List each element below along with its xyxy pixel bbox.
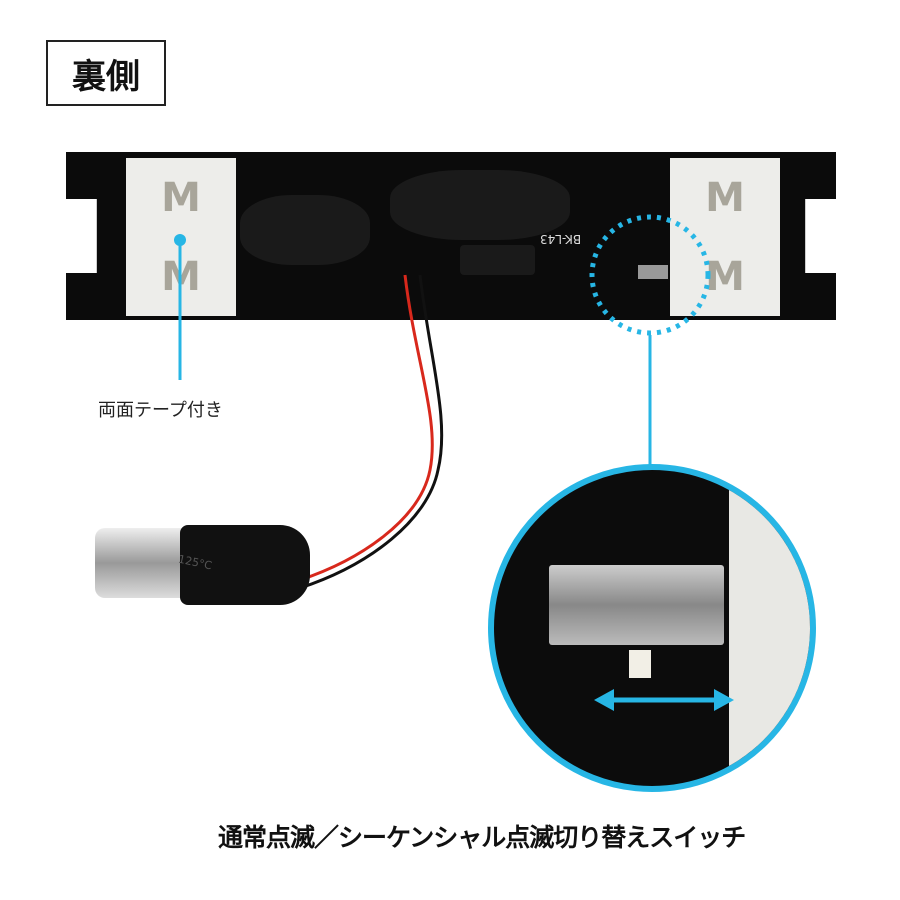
section-title: 裏側 (46, 40, 166, 106)
switch-body (549, 565, 724, 645)
component-cluster (240, 195, 370, 265)
slide-switch (638, 265, 668, 279)
tape-mark: M (705, 253, 745, 300)
red-wire (299, 274, 434, 582)
black-wire (299, 274, 444, 590)
chip (460, 245, 535, 275)
bulb-socket (95, 528, 195, 598)
switch-highlight-circle (589, 214, 711, 336)
tape-mark: M (705, 174, 745, 221)
switch-closeup (488, 464, 816, 792)
double-arrow-icon (594, 689, 734, 711)
switch-knob (629, 650, 651, 678)
tape-edge (729, 470, 810, 786)
tape-mark: M (161, 174, 201, 221)
tape-pointer-dot (174, 234, 186, 246)
heat-shrink-sleeve (180, 525, 310, 605)
switch-caption: 通常点滅／シーケンシャル点滅切り替えスイッチ (218, 823, 746, 852)
component-cluster (390, 170, 570, 240)
tape-caption: 両面テープ付き (98, 400, 223, 421)
